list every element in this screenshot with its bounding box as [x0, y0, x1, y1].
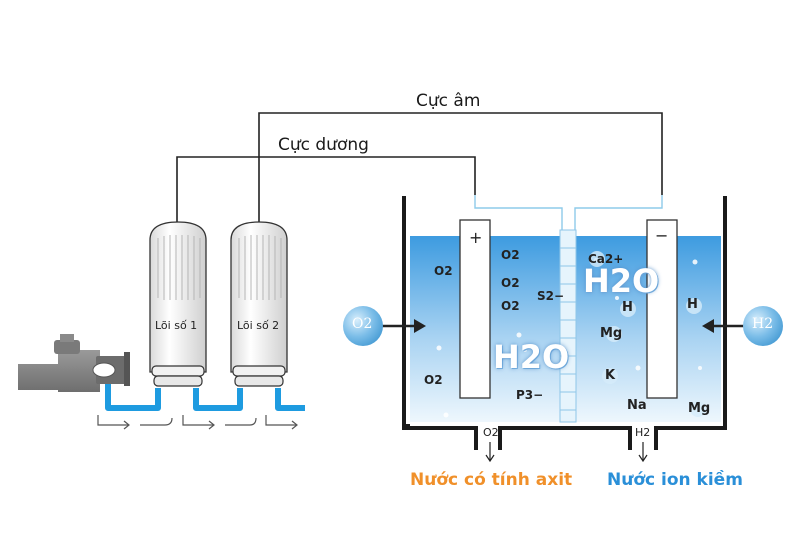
ion-magnesium: Mg — [600, 326, 623, 341]
ion-circles — [589, 251, 706, 417]
hydrogen-bubble-label: H2 — [752, 316, 774, 332]
ion-sodium: Na — [627, 398, 647, 413]
ion-calcium: Ca2+ — [588, 252, 624, 266]
tank-walls — [402, 196, 727, 450]
water-bubbles — [436, 258, 702, 418]
ion-phosphide: P3− — [516, 388, 544, 402]
anode-electrode — [459, 219, 491, 399]
electrode-connectors — [474, 195, 663, 230]
filter-core-1 — [149, 221, 207, 387]
ion-hydrogen: H — [622, 300, 633, 315]
flow-arrows — [97, 415, 298, 430]
anode-wire-label: Cực dương — [278, 135, 369, 155]
anode-wire — [176, 156, 476, 222]
inflow-arrows — [382, 319, 744, 333]
cathode-wire — [258, 112, 663, 222]
ion-o2: O2 — [501, 299, 520, 313]
anode-sign: + — [469, 228, 483, 247]
outlet-arrows — [485, 442, 648, 463]
cathode-wire-label: Cực âm — [416, 91, 481, 111]
oxygen-bubble-label: O2 — [352, 316, 373, 332]
wires — [176, 112, 663, 222]
hydrogen-bubble — [743, 306, 783, 346]
water-molecule-acid: H2O — [493, 338, 570, 376]
ion-o2: O2 — [501, 248, 520, 262]
filter-core-1-label: Lõi số 1 — [155, 319, 198, 332]
oxygen-bubble — [343, 306, 383, 346]
acid-outlet-label: O2 — [483, 426, 499, 439]
tap-body — [18, 350, 100, 392]
ion-sulfide: S2− — [537, 289, 565, 303]
ion-potassium: K — [605, 368, 616, 383]
ion-o2: O2 — [501, 276, 520, 290]
alkaline-water-caption: Nước ion kiềm — [607, 470, 743, 490]
cathode-electrode — [646, 219, 678, 399]
ion-o2: O2 — [424, 373, 443, 387]
cathode-sign: − — [655, 226, 669, 245]
filter-core-2-label: Lõi số 2 — [237, 319, 280, 332]
ion-o2: O2 — [434, 264, 453, 278]
pipes — [105, 384, 305, 411]
ion-magnesium: Mg — [688, 401, 711, 416]
water-tap — [18, 334, 130, 392]
ion-hydrogen: H — [687, 297, 698, 312]
filter-core-2 — [230, 221, 288, 387]
alkaline-outlet-label: H2 — [635, 426, 651, 439]
water-molecule-alkaline: H2O — [583, 262, 660, 300]
membrane — [559, 229, 577, 423]
acid-water-caption: Nước có tính axit — [410, 470, 573, 490]
